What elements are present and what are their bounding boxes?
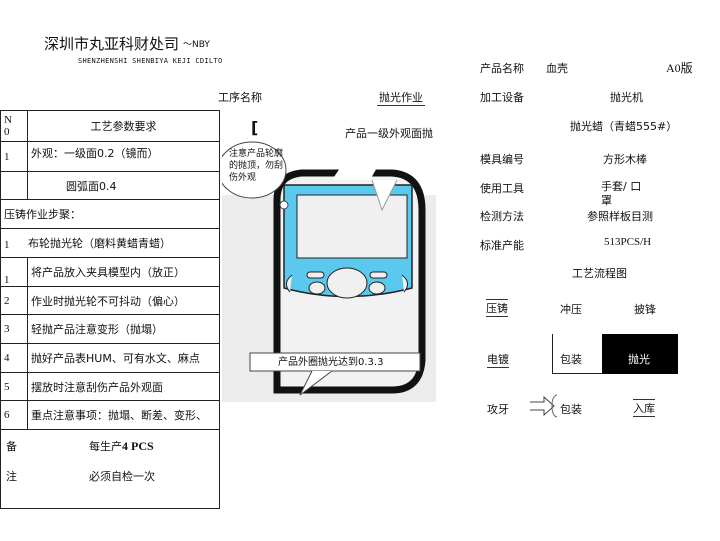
process-value: 抛光作业 bbox=[377, 91, 425, 106]
header-no: N 0 bbox=[0, 110, 28, 142]
row-no: 1 bbox=[0, 141, 28, 172]
flow-title: 工艺流程图 bbox=[572, 267, 627, 280]
cloud-callout: 注意产品轮廓的抛顶，勿刮伤外观 bbox=[229, 149, 284, 183]
flow-step-packing-2: 包装 bbox=[560, 403, 582, 416]
step-row: 重点注意事项：抛塌、断差、变形、 bbox=[27, 400, 220, 430]
step-row: 轻抛产品注意变形（抛塌） bbox=[27, 314, 220, 344]
capacity-label: 标准产能 bbox=[480, 239, 524, 252]
flow-step-packing: 包装 bbox=[560, 353, 582, 366]
bracket-mark: [ bbox=[251, 118, 259, 137]
step-row: 作业时抛光轮不可抖动（偏心） bbox=[27, 286, 220, 315]
flow-step-tapping: 攻牙 bbox=[487, 403, 509, 416]
version: A0版 bbox=[666, 61, 693, 75]
row-no: 2 bbox=[0, 286, 28, 315]
phone-drawing bbox=[217, 141, 436, 402]
callout-top: 产品一级外观面抛 bbox=[345, 127, 433, 140]
flow-step-stamping: 冲压 bbox=[560, 303, 582, 316]
product-illustration bbox=[217, 140, 436, 402]
process-label: 工序名称 bbox=[218, 91, 262, 104]
flow-box-polishing bbox=[602, 334, 678, 374]
steps-title: 压铸作业步聚： bbox=[0, 199, 220, 229]
mold-label: 模具编号 bbox=[480, 153, 524, 166]
equipment-label: 加工设备 bbox=[480, 91, 524, 104]
tools-label: 使用工具 bbox=[480, 182, 524, 195]
equipment: 抛光机 bbox=[610, 91, 643, 104]
company-name: 深圳市丸亚科财处司 bbox=[44, 35, 180, 53]
row-no: 3 bbox=[0, 314, 28, 344]
inspect-method: 参照样板目测 bbox=[587, 210, 653, 223]
flow-step-plating: 电镀 bbox=[487, 353, 509, 368]
flow-step-die-casting: 压铸 bbox=[486, 299, 508, 317]
company-tag: ～NBY bbox=[183, 40, 210, 50]
row-no: 5 bbox=[0, 372, 28, 401]
param-row: 外观：一级面0.2（镜而） bbox=[27, 141, 220, 172]
inspect-label: 检测方法 bbox=[480, 210, 524, 223]
flow-step-deburr: 披锋 bbox=[634, 303, 656, 316]
remarks: 备 注 每生产4 PCS 必须自检一次 bbox=[0, 429, 220, 509]
row-no bbox=[0, 171, 28, 200]
product-name-label: 产品名称 bbox=[480, 62, 524, 75]
row-no: 1 bbox=[0, 257, 28, 287]
step-row: 抛好产品表HUM、可有水文、麻点 bbox=[27, 343, 220, 373]
tools: 手套/ 口罩 bbox=[601, 180, 642, 207]
param-row: 圆弧面0.4 bbox=[27, 171, 220, 200]
polishing-wax: 抛光蜡（青蜡555#） bbox=[570, 120, 678, 133]
row-no: 6 bbox=[0, 400, 28, 430]
arrow-right-icon bbox=[530, 394, 558, 418]
flow-step-polishing-current: 抛光 bbox=[628, 353, 650, 366]
mold: 方形木棒 bbox=[603, 153, 647, 166]
callout-bottom: 产品外圈抛光达到0.3.3 bbox=[278, 357, 384, 368]
row-no: 4 bbox=[0, 343, 28, 373]
step-row: 将产品放入夹具模型内（放正） bbox=[27, 257, 220, 287]
company-english: SHENZHENSHI SHENBIYA KEJI CDILTO bbox=[78, 57, 223, 65]
header-title: 工艺参数要求 bbox=[27, 110, 220, 142]
flow-step-warehouse: 入库 bbox=[633, 399, 655, 417]
step-row: 摆放时注意刮伤产品外观面 bbox=[27, 372, 220, 401]
capacity: 513PCS/H bbox=[604, 236, 652, 248]
flow-box-packing bbox=[552, 334, 603, 374]
product-name: 血壳 bbox=[546, 62, 568, 75]
